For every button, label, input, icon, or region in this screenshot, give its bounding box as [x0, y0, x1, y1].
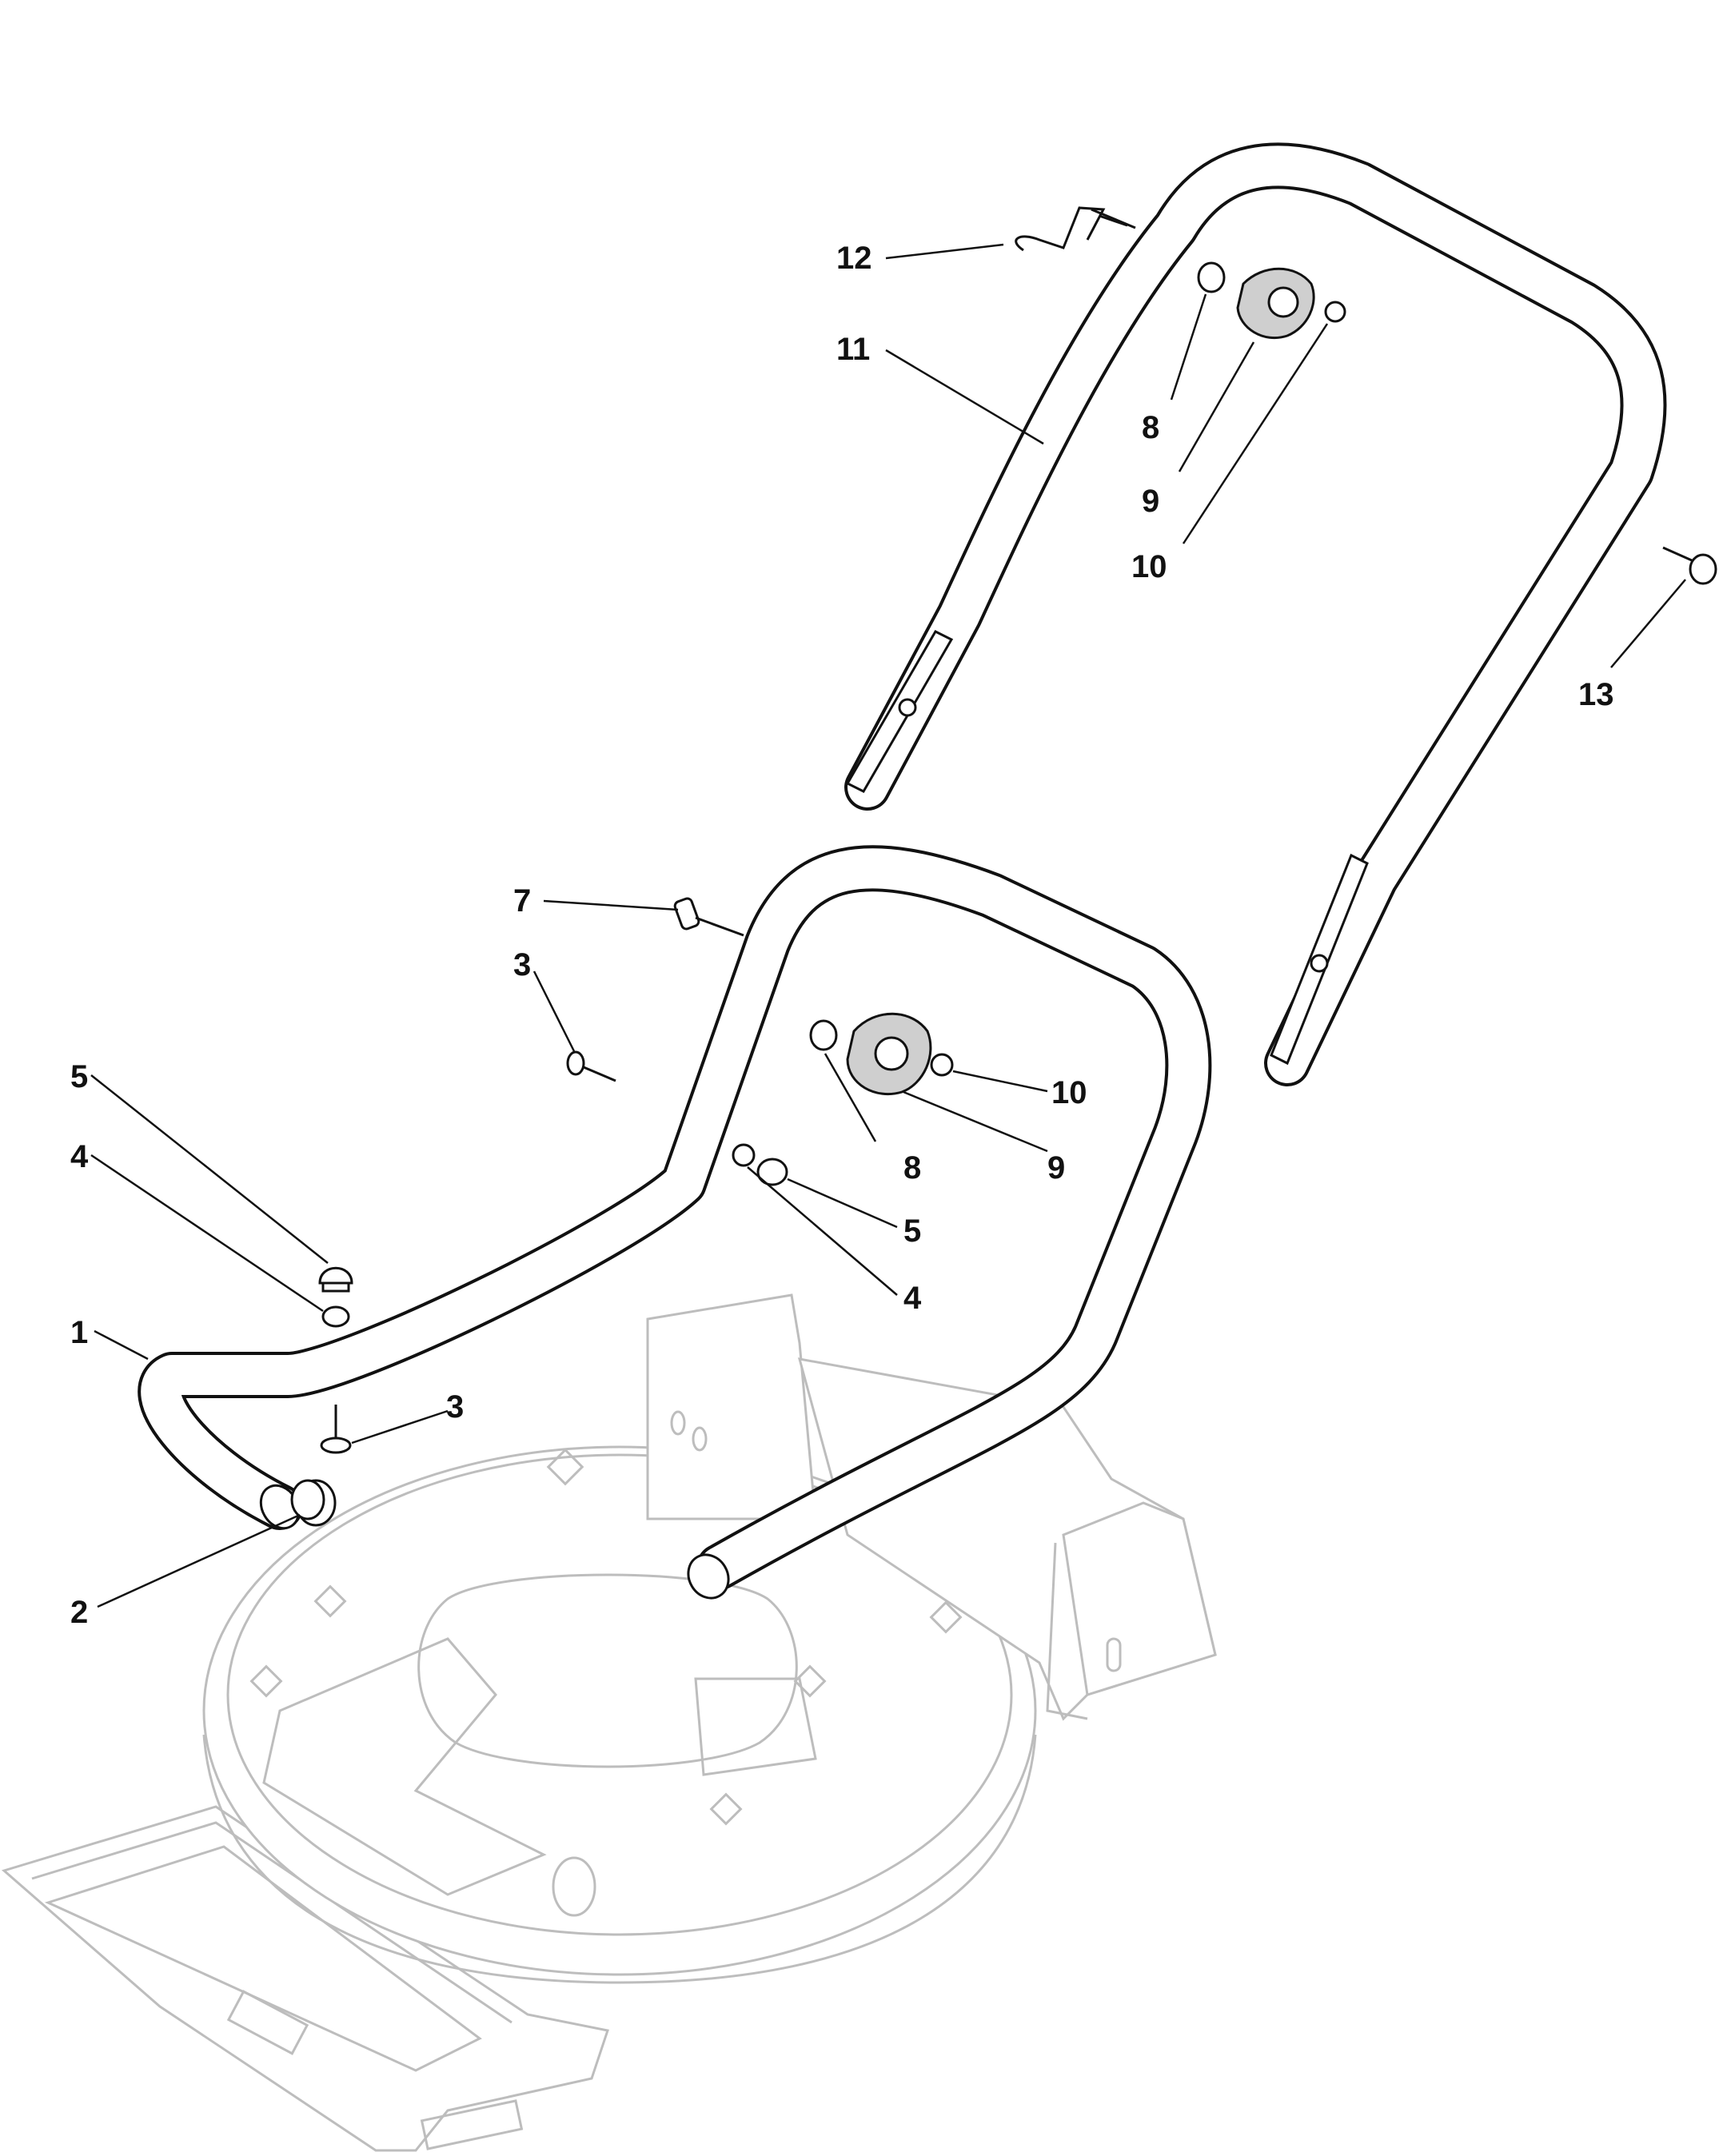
callout-10-lower: 10 [1051, 1075, 1087, 1110]
leader-lines [90, 243, 1686, 1608]
end-cap-part [290, 1479, 337, 1527]
lower-knob-assembly [809, 1012, 954, 1096]
callout-11: 11 [836, 332, 870, 367]
upper-small-bolt [566, 1050, 616, 1082]
callout-3-upper: 3 [513, 947, 531, 982]
callout-8-upper: 8 [1142, 410, 1159, 445]
upper-handle [844, 142, 1667, 1086]
callout-labels: 12 11 8 9 10 13 7 3 5 4 1 3 2 10 8 9 5 4 [70, 241, 1614, 1630]
callout-12: 12 [836, 241, 872, 276]
cable-guide-part [1015, 206, 1136, 252]
handle-bolt-part [673, 897, 744, 937]
callout-2: 2 [70, 1595, 88, 1630]
callout-9-lower: 9 [1047, 1150, 1065, 1186]
callout-13: 13 [1578, 677, 1614, 712]
callout-5-left: 5 [70, 1059, 88, 1094]
callout-7: 7 [513, 883, 531, 919]
callout-5-right: 5 [903, 1213, 921, 1249]
mower-deck [1, 1293, 1217, 2152]
lower-small-bolt [320, 1405, 352, 1454]
upper-knob-assembly [1197, 261, 1346, 340]
callout-1: 1 [70, 1315, 88, 1350]
callout-4-left: 4 [70, 1139, 89, 1174]
callout-4-right: 4 [903, 1281, 922, 1316]
callout-8-lower: 8 [903, 1150, 921, 1186]
carriage-bolt-part [1662, 546, 1717, 585]
callout-9-upper: 9 [1142, 484, 1159, 519]
callout-3-lower: 3 [446, 1389, 464, 1425]
left-nut-parts [318, 1266, 353, 1328]
callout-10-upper: 10 [1131, 549, 1167, 584]
lower-handle [138, 845, 1212, 1600]
right-nut-parts [732, 1143, 788, 1186]
